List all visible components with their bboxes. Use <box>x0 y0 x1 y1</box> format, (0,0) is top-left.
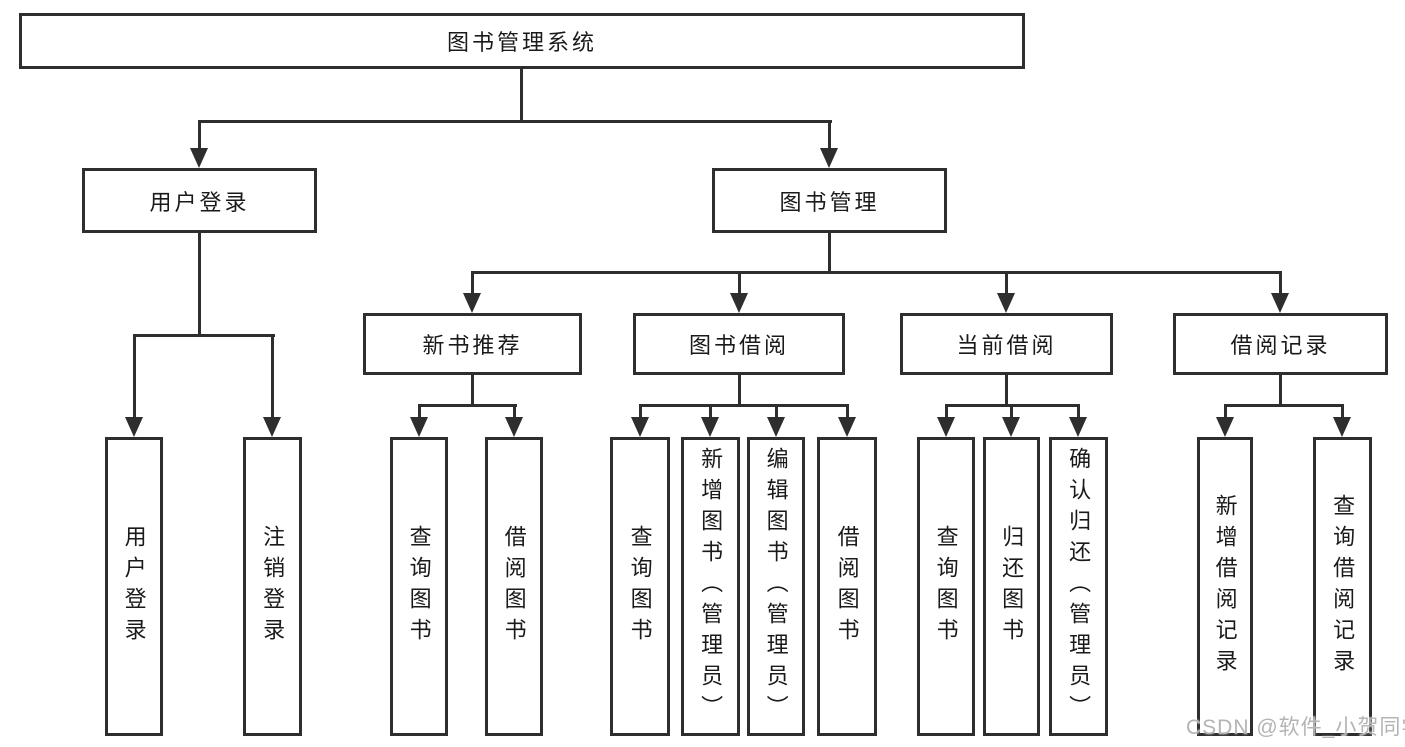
arrow-down-icon <box>1333 417 1351 437</box>
leaf-logout: 注销登录 <box>243 437 302 736</box>
leaf-label: 新增图书（管理员） <box>698 447 724 726</box>
leaf-label: 归还图书 <box>999 524 1025 649</box>
arrow-down-icon <box>1002 417 1020 437</box>
leaf-label: 借阅图书 <box>501 524 527 649</box>
connector-line <box>198 233 201 337</box>
arrow-down-icon <box>410 417 428 437</box>
connector-line <box>1005 271 1008 297</box>
node-book-management: 图书管理 <box>712 168 947 233</box>
connector-line <box>775 404 778 420</box>
connector-line <box>198 120 832 123</box>
connector-line <box>271 334 274 420</box>
connector-line <box>513 404 516 420</box>
leaf-query-borrow-record: 查询借阅记录 <box>1313 437 1372 736</box>
arrow-down-icon <box>190 148 208 168</box>
arrow-down-icon <box>125 417 143 437</box>
connector-line <box>471 271 1282 274</box>
leaf-edit-book-admin: 编辑图书（管理员） <box>747 437 805 736</box>
leaf-label: 编辑图书（管理员） <box>763 447 789 726</box>
arrow-down-icon <box>701 417 719 437</box>
connector-line <box>828 233 831 274</box>
leaf-add-book-admin: 新增图书（管理员） <box>681 437 740 736</box>
arrow-down-icon <box>820 148 838 168</box>
leaf-label: 用户登录 <box>121 524 147 649</box>
node-book-borrow: 图书借阅 <box>633 313 845 375</box>
arrow-down-icon <box>631 417 649 437</box>
connector-line <box>709 404 712 420</box>
node-root: 图书管理系统 <box>19 13 1025 69</box>
connector-line <box>828 120 831 152</box>
arrow-down-icon <box>263 417 281 437</box>
arrow-down-icon <box>730 293 748 313</box>
arrow-down-icon <box>1271 293 1289 313</box>
arrow-down-icon <box>997 293 1015 313</box>
arrow-down-icon <box>1069 417 1087 437</box>
connector-line <box>1279 271 1282 297</box>
connector-line <box>1224 404 1344 407</box>
connector-line <box>1341 404 1344 420</box>
connector-line <box>738 271 741 297</box>
connector-line <box>471 375 474 407</box>
connector-line <box>1005 375 1008 407</box>
leaf-user-login: 用户登录 <box>105 437 163 736</box>
leaf-label: 查询图书 <box>627 524 653 649</box>
node-borrow-records: 借阅记录 <box>1173 313 1388 375</box>
connector-line <box>1010 404 1013 420</box>
leaf-confirm-return-admin: 确认归还（管理员） <box>1049 437 1108 736</box>
leaf-add-borrow-record: 新增借阅记录 <box>1197 437 1253 736</box>
connector-line <box>639 404 849 407</box>
connector-line <box>945 404 948 420</box>
connector-line <box>471 271 474 297</box>
node-new-book-recommend: 新书推荐 <box>363 313 582 375</box>
connector-line <box>639 404 642 420</box>
connector-line <box>133 334 275 337</box>
leaf-query-books-current: 查询图书 <box>917 437 975 736</box>
connector-line <box>1077 404 1080 420</box>
arrow-down-icon <box>1216 417 1234 437</box>
leaf-label: 借阅图书 <box>834 524 860 649</box>
connector-line <box>846 404 849 420</box>
connector-line <box>738 375 741 407</box>
leaf-borrow-books: 借阅图书 <box>817 437 877 736</box>
connector-line <box>1224 404 1227 420</box>
connector-line <box>418 404 421 420</box>
leaf-label: 查询图书 <box>933 524 959 649</box>
arrow-down-icon <box>767 417 785 437</box>
connector-line <box>133 334 136 420</box>
connector-line <box>1279 375 1282 407</box>
connector-line <box>418 404 517 407</box>
leaf-label: 查询借阅记录 <box>1330 493 1356 680</box>
leaf-label: 注销登录 <box>260 524 286 649</box>
leaf-query-books-borrow: 查询图书 <box>610 437 670 736</box>
arrow-down-icon <box>838 417 856 437</box>
arrow-down-icon <box>937 417 955 437</box>
leaf-label: 新增借阅记录 <box>1212 493 1238 680</box>
node-user-login: 用户登录 <box>82 168 317 233</box>
leaf-return-book: 归还图书 <box>983 437 1040 736</box>
connector-line <box>520 69 523 123</box>
node-current-borrow: 当前借阅 <box>900 313 1113 375</box>
arrow-down-icon <box>505 417 523 437</box>
leaf-borrow-books-recommend: 借阅图书 <box>485 437 543 736</box>
leaf-query-books-recommend: 查询图书 <box>390 437 448 736</box>
leaf-label: 确认归还（管理员） <box>1066 447 1092 726</box>
connector-line <box>198 120 201 152</box>
leaf-label: 查询图书 <box>406 524 432 649</box>
arrow-down-icon <box>463 293 481 313</box>
watermark: CSDN @软件_小贺同学 <box>1186 716 1405 739</box>
